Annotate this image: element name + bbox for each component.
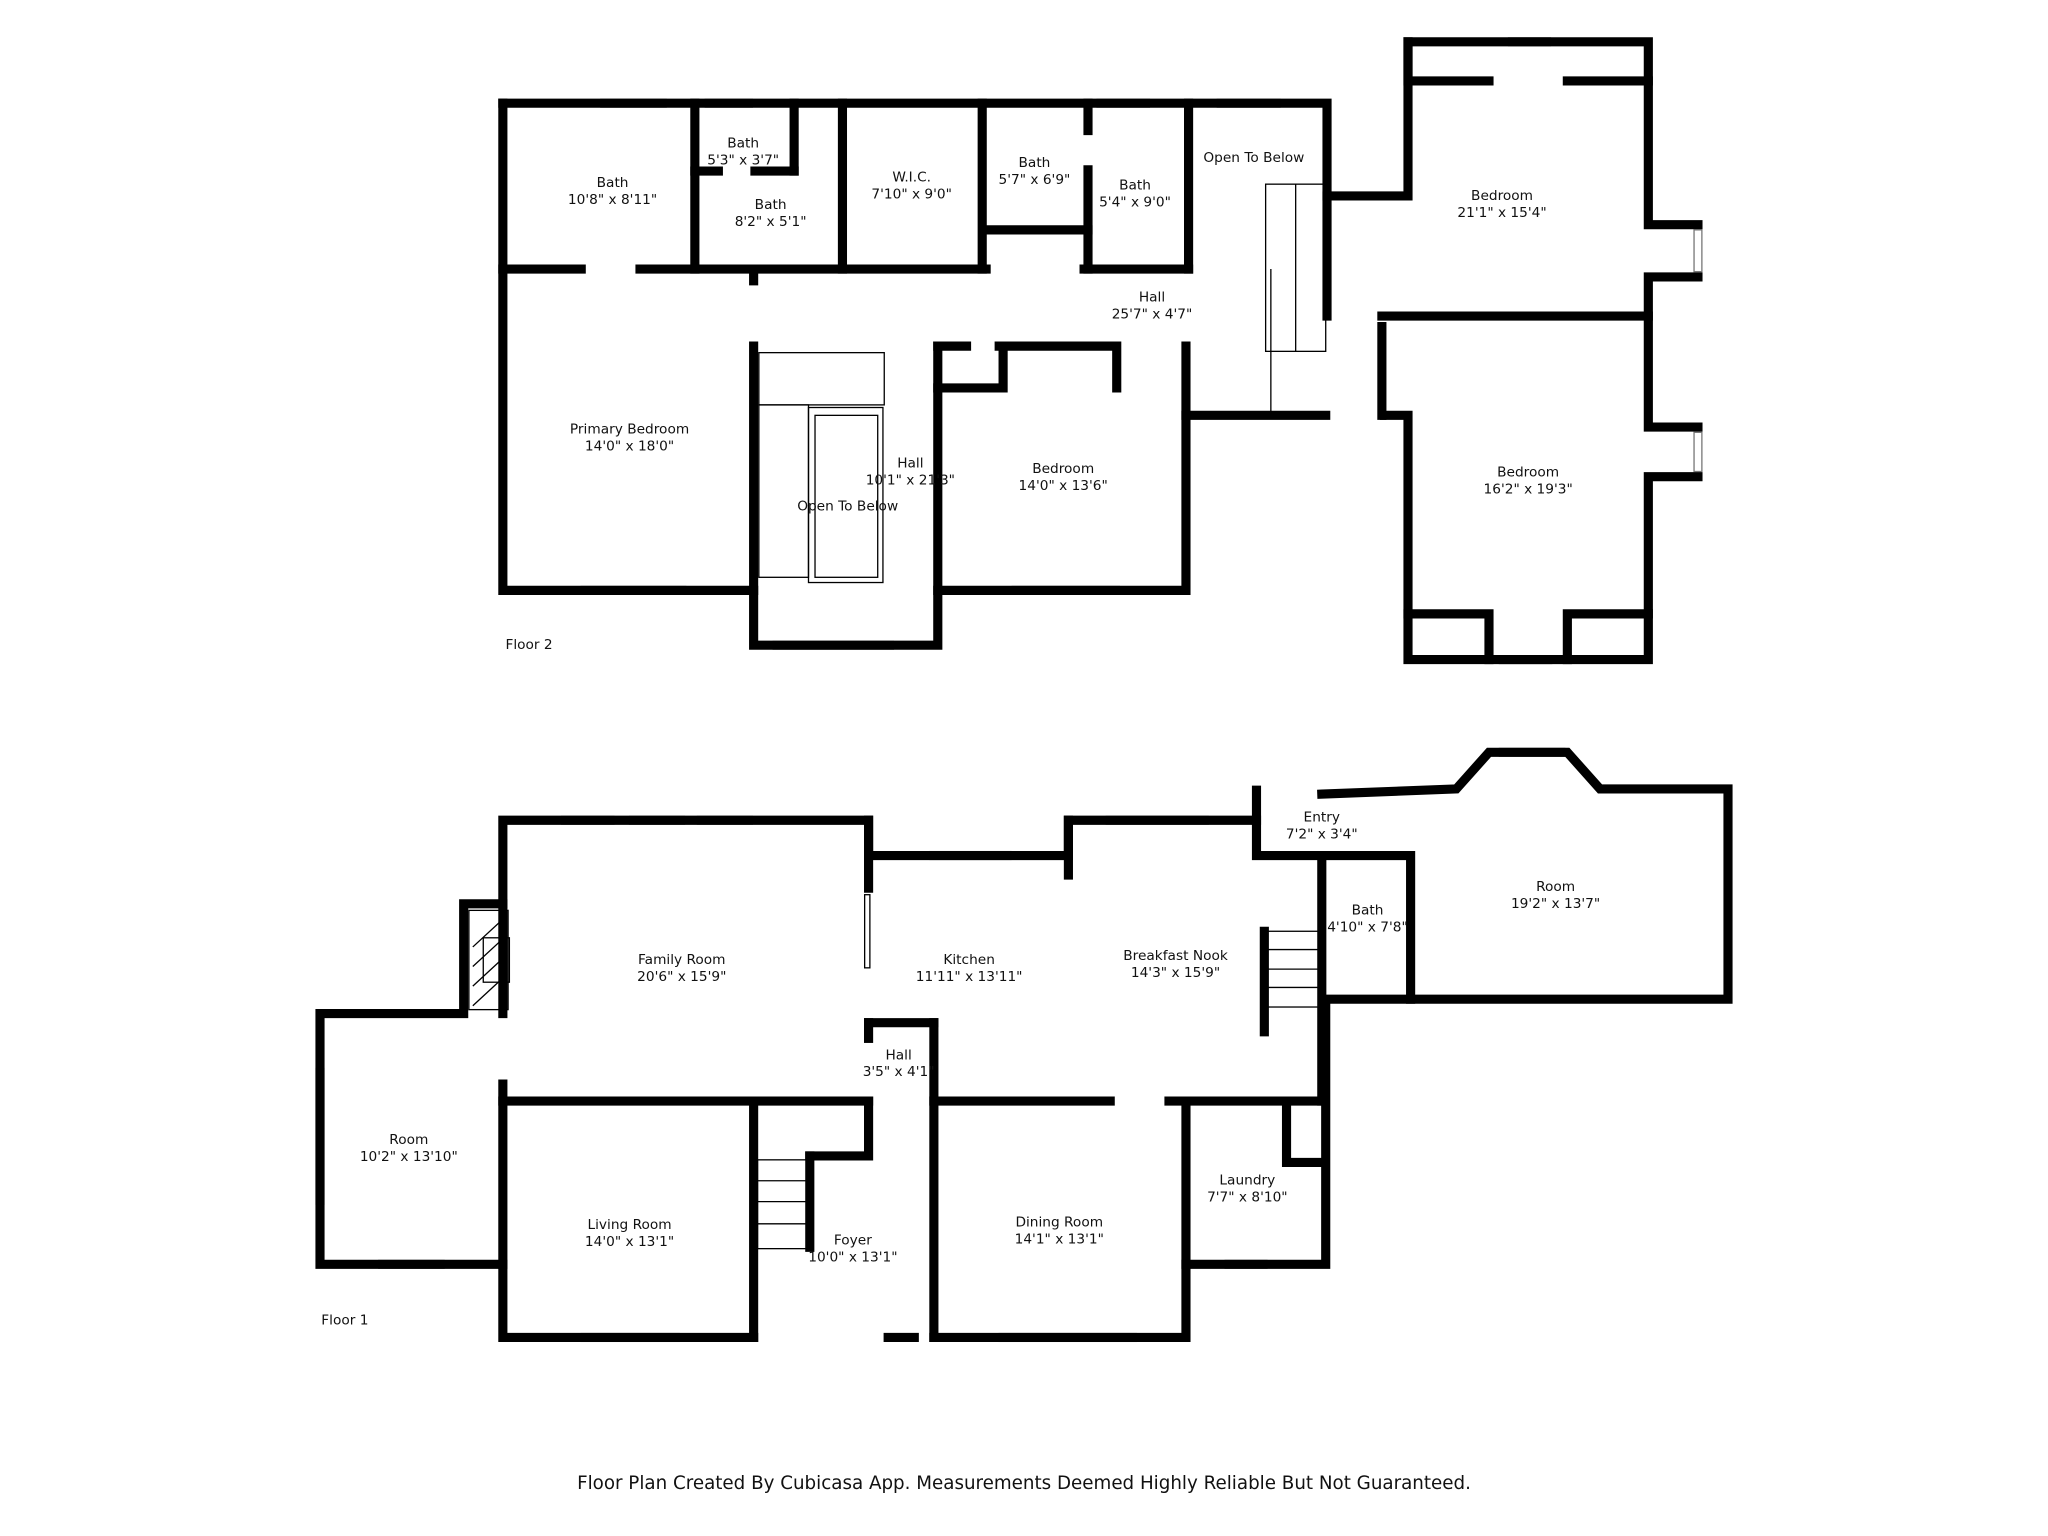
room-name: Bath [1119,177,1151,193]
room-size: 19'2" x 13'7" [1511,896,1600,912]
room-name: Bath [597,175,629,191]
room-size: 5'3" x 3'7" [707,153,779,169]
room-size: 10'2" x 13'10" [360,1149,458,1165]
room-name: Bath [1019,155,1051,171]
room-size: 14'1" x 13'1" [1015,1231,1104,1247]
room-size: 16'2" x 19'3" [1484,482,1573,498]
room-size: 5'7" x 6'9" [999,172,1071,188]
room-name: Breakfast Nook [1123,948,1228,964]
room-size: 11'11" x 13'11" [916,969,1023,985]
room-name: Bath [755,197,787,213]
room-name: Family Room [638,952,725,968]
room-size: 10'1" x 21'3" [866,473,955,489]
room-name: Room [389,1132,428,1148]
room-size: 25'7" x 4'7" [1112,307,1193,323]
walls [315,747,1733,1343]
room-size: 10'0" x 13'1" [808,1250,897,1266]
room-labels: Entry 7'2" x 3'4" Room 19'2" x 13'7" Fam… [360,810,1600,1266]
room-name: Kitchen [943,952,995,968]
stairs [758,183,1327,584]
room-name: Room [1536,879,1575,895]
room-name: Bath [1352,902,1384,918]
room-size: 14'0" x 13'1" [585,1234,674,1250]
room-size: 14'0" x 18'0" [585,439,674,455]
footer-disclaimer: Floor Plan Created By Cubicasa App. Meas… [577,1473,1471,1494]
floor-1-plan: Entry 7'2" x 3'4" Room 19'2" x 13'7" Fam… [315,747,1733,1343]
room-name: Hall [885,1047,911,1063]
room-name: W.I.C. [892,170,931,186]
floor-2-plan: Bath 10'8" x 8'11" Bath 5'3" x 3'7" Bath… [498,37,1703,665]
room-size: 8'2" x 5'1" [735,214,807,230]
room-name: Bath [727,136,759,152]
room-name: Bedroom [1471,188,1533,204]
room-name: Living Room [587,1217,671,1233]
walls [498,37,1703,665]
room-size: 3'5" x 4'1" [863,1064,935,1080]
fireplace [468,909,511,1011]
room-size: 7'10" x 9'0" [871,187,952,203]
room-size: 14'0" x 13'6" [1019,478,1108,494]
room-size: 7'7" x 8'10" [1207,1190,1288,1206]
floor-1-label: Floor 1 [321,1312,368,1328]
room-size: 14'3" x 15'9" [1131,965,1220,981]
room-size: 20'6" x 15'9" [637,969,726,985]
room-name: Hall [1139,290,1165,306]
stairs [756,894,1320,1250]
room-name: Hall [897,456,923,472]
room-size: 21'1" x 15'4" [1457,205,1546,221]
room-size: 5'4" x 9'0" [1099,194,1171,210]
room-size: 4'10" x 7'8" [1327,919,1408,935]
room-name: Bedroom [1032,461,1094,477]
room-name: Foyer [834,1233,872,1249]
room-size: 10'8" x 8'11" [568,192,657,208]
room-name: Laundry [1219,1173,1275,1189]
room-name: Entry [1304,810,1340,826]
floor-2-label: Floor 2 [505,637,552,653]
room-name: Primary Bedroom [570,422,689,438]
room-size: 7'2" x 3'4" [1286,827,1358,843]
room-name: Open To Below [797,499,898,515]
room-name: Bedroom [1497,465,1559,481]
room-name: Dining Room [1015,1214,1103,1230]
room-name: Open To Below [1203,150,1304,166]
room-labels: Bath 10'8" x 8'11" Bath 5'3" x 3'7" Bath… [568,136,1573,515]
